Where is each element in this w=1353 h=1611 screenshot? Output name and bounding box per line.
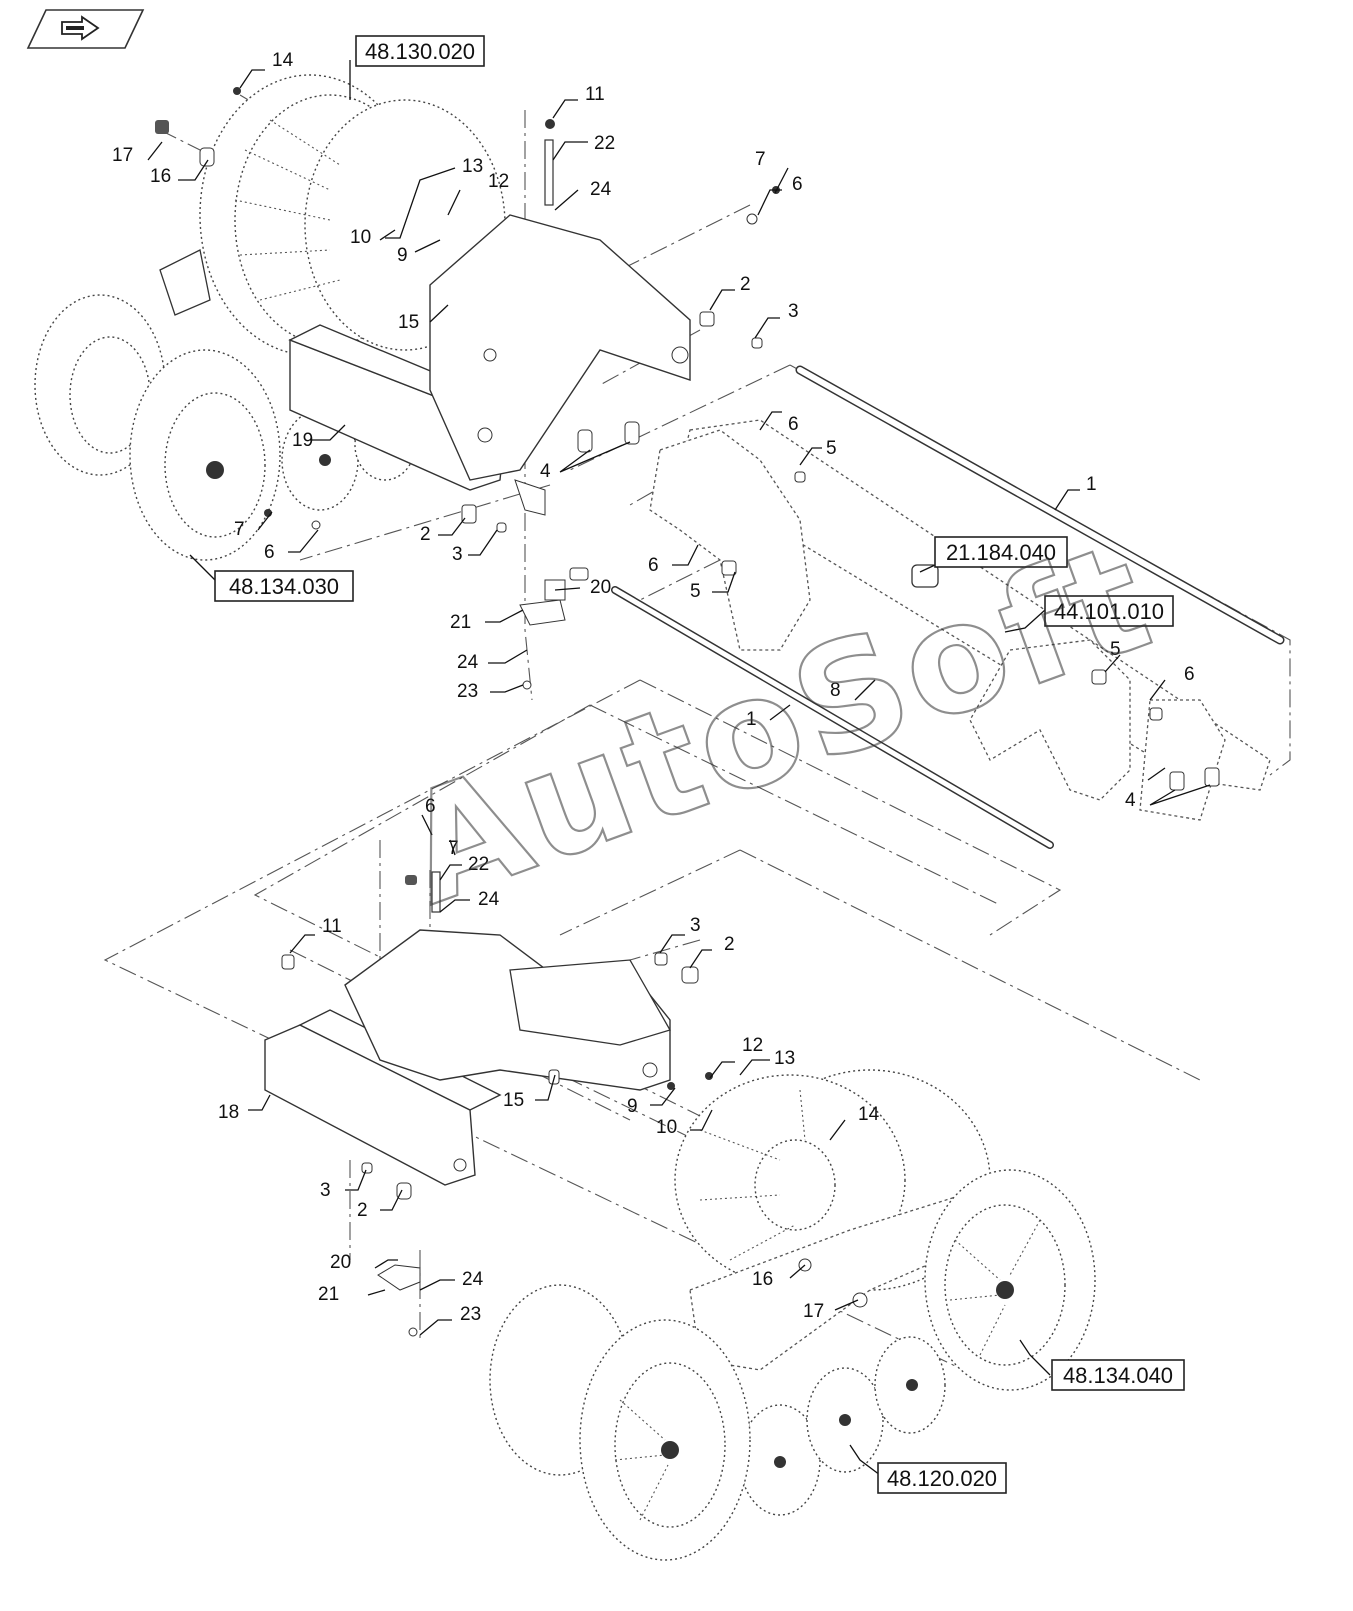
callout-label: 6 — [264, 542, 275, 563]
callout-label: 7 — [234, 519, 245, 540]
callout-label: 8 — [830, 680, 841, 701]
callout-label: 21 — [318, 1284, 339, 1305]
callout-label: 15 — [503, 1090, 524, 1111]
callout-label: 1 — [746, 709, 757, 730]
callout-label: 9 — [397, 245, 408, 266]
callout-label: 11 — [322, 916, 342, 937]
reference-label: 44.101.010 — [1054, 599, 1164, 624]
reference-label: 48.130.020 — [365, 39, 475, 64]
callout-label: 5 — [1110, 639, 1121, 660]
axle-hanger-assembly — [519, 365, 1285, 849]
upper-track-assembly — [34, 74, 780, 561]
callout-label: 5 — [826, 438, 837, 459]
callout-label: 2 — [420, 524, 431, 545]
callout-label: 18 — [218, 1102, 239, 1123]
callout-label: 10 — [656, 1117, 677, 1138]
callout-label: 4 — [1125, 790, 1136, 811]
callout-label: 17 — [803, 1301, 824, 1322]
callout-label: 3 — [452, 544, 463, 565]
reference-box[interactable]: 48.130.020 — [355, 35, 485, 67]
callout-label: 6 — [425, 796, 436, 817]
phantom-lines — [103, 94, 1291, 1386]
callout-label: 6 — [648, 555, 659, 576]
callout-label: 6 — [1184, 664, 1195, 685]
callout-label: 16 — [752, 1269, 773, 1290]
callout-label: 12 — [742, 1035, 763, 1056]
callout-label: 3 — [320, 1180, 331, 1201]
back-arrow-icon[interactable] — [26, 9, 145, 49]
callout-label: 13 — [462, 156, 483, 177]
callout-label: 14 — [858, 1104, 880, 1125]
callouts: 14 17 16 11 22 13 12 24 7 6 10 9 2 15 3 … — [112, 50, 1195, 1325]
callout-label: 21 — [450, 612, 471, 633]
callout-label: 19 — [292, 430, 313, 451]
reference-label: 48.134.030 — [229, 574, 339, 599]
reference-label: 21.184.040 — [946, 540, 1056, 565]
callout-label: 20 — [330, 1252, 351, 1273]
callout-label: 24 — [478, 889, 500, 910]
callout-label: 3 — [788, 301, 799, 322]
callout-label: 9 — [627, 1096, 638, 1117]
callout-label: 5 — [690, 581, 701, 602]
callout-label: 7 — [448, 838, 459, 859]
callout-label: 2 — [357, 1200, 368, 1221]
callout-label: 13 — [774, 1048, 795, 1069]
callout-label: 15 — [398, 312, 419, 333]
callout-label: 11 — [585, 84, 605, 105]
callout-label: 2 — [724, 934, 735, 955]
callout-label: 17 — [112, 145, 133, 166]
callout-label: 7 — [755, 149, 766, 170]
callout-label: 14 — [272, 50, 294, 71]
callout-label: 24 — [457, 652, 479, 673]
callout-label: 22 — [468, 854, 489, 875]
lower-track-assembly — [264, 871, 1096, 1561]
reference-box[interactable]: 44.101.010 — [1044, 595, 1174, 627]
callout-label: 4 — [540, 461, 551, 482]
callout-label: 23 — [457, 681, 478, 702]
callout-label: 22 — [594, 133, 615, 154]
callout-label: 2 — [740, 274, 751, 295]
callout-label: 24 — [590, 179, 612, 200]
callout-label: 16 — [150, 166, 171, 187]
reference-label: 48.120.020 — [887, 1466, 997, 1491]
reference-box[interactable]: 48.134.030 — [214, 570, 354, 602]
callout-label: 12 — [488, 171, 509, 192]
reference-label: 48.134.040 — [1063, 1363, 1173, 1388]
callout-label: 24 — [462, 1269, 484, 1290]
leader-lines — [147, 60, 1211, 1476]
callout-label: 3 — [690, 915, 701, 936]
callout-label: 6 — [792, 174, 803, 195]
callout-label: 6 — [788, 414, 799, 435]
reference-box[interactable]: 21.184.040 — [934, 536, 1068, 568]
callout-label: 20 — [590, 577, 611, 598]
reference-box[interactable]: 48.120.020 — [877, 1462, 1007, 1494]
callout-label: 10 — [350, 227, 371, 248]
callout-label: 1 — [1086, 474, 1097, 495]
callout-label: 23 — [460, 1304, 481, 1325]
reference-box[interactable]: 48.134.040 — [1051, 1359, 1185, 1391]
